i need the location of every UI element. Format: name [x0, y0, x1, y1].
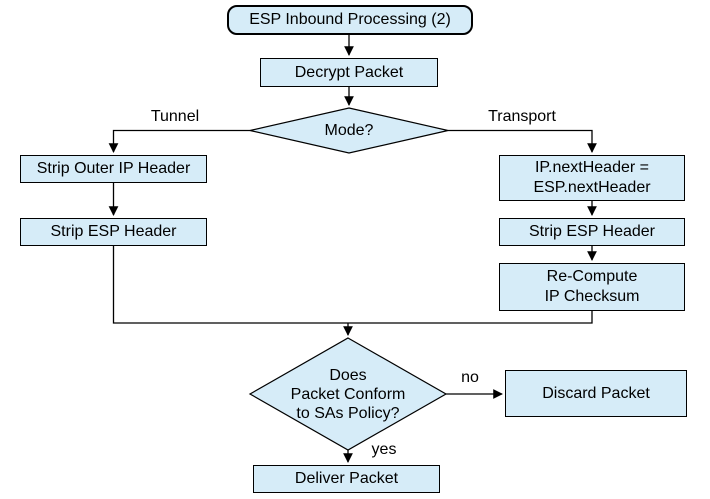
policy-decision-diamond	[248, 337, 448, 451]
tunnel-branch-label: Tunnel	[150, 108, 200, 125]
edge-branch-join	[112, 246, 593, 324]
strip-esp-header-tunnel-node: Strip ESP Header	[20, 218, 207, 246]
deliver-packet-node: Deliver Packet	[253, 465, 440, 493]
decrypt-packet-node: Decrypt Packet	[260, 58, 438, 87]
strip-outer-ip-header-node: Strip Outer IP Header	[20, 155, 207, 183]
strip-esp-header-transport-node: Strip ESP Header	[499, 218, 685, 246]
transport-branch-label: Transport	[488, 108, 556, 125]
start-node: ESP Inbound Processing (2)	[227, 5, 473, 35]
no-branch-label: no	[461, 369, 479, 386]
mode-decision-diamond	[249, 107, 449, 154]
edge-mode-transport	[448, 129, 597, 153]
recompute-ip-checksum-node: Re-Compute IP Checksum	[499, 263, 685, 311]
discard-packet-node: Discard Packet	[505, 370, 687, 417]
edge-mode-tunnel	[108, 129, 250, 153]
set-next-header-node: IP.nextHeader = ESP.nextHeader	[499, 155, 685, 201]
yes-branch-label: yes	[371, 441, 397, 458]
